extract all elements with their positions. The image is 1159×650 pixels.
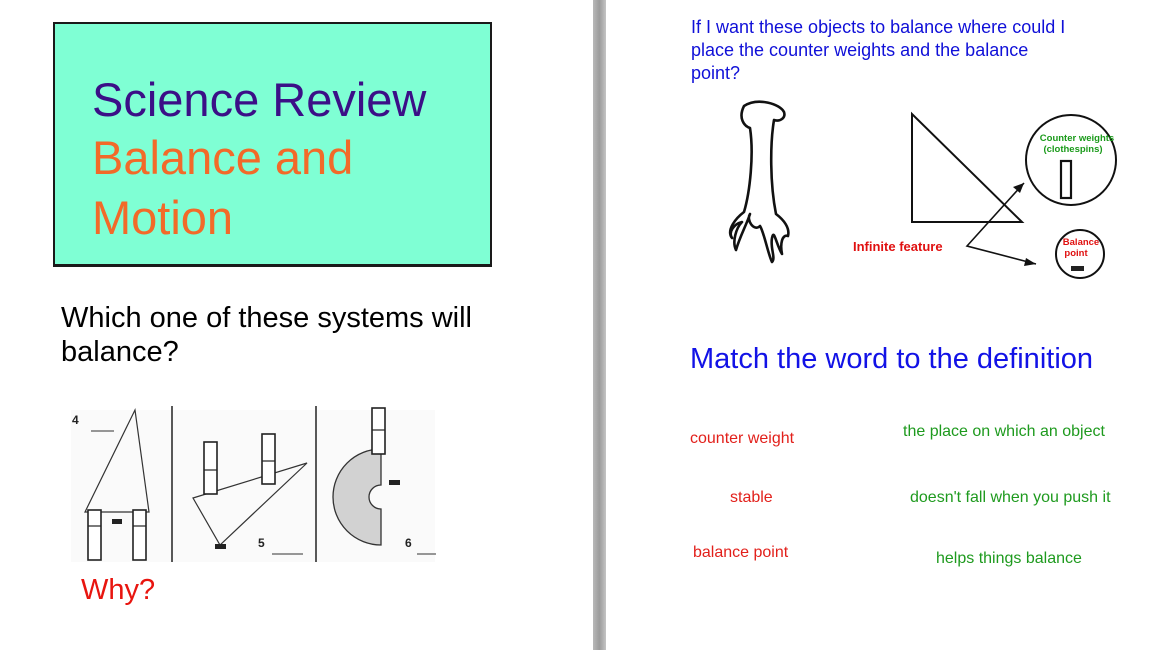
title-box: Science Review Balance and Motion [53,22,492,267]
right-slide: If I want these objects to balance where… [606,0,1159,650]
term-stable: stable [730,489,773,506]
point-label: point [1064,248,1088,259]
system-6-drawing: 6 [332,407,436,555]
title-line-balance-and: Balance and [92,131,354,184]
left-slide: Science Review Balance and Motion Which … [53,22,492,606]
prompt-line-2: place the counter weights and the balanc… [691,40,1029,60]
question-line-2: balance? [61,336,179,368]
infinite-feature-label: Infinite feature [853,239,943,254]
term-balance-point: balance point [693,544,789,561]
triangle-shape [911,111,1025,223]
system-5-label: 5 [258,536,265,550]
balance-objects-figure: Counter weights (clothespins) Balance po… [728,100,1117,279]
question-line-1: Which one of these systems will [61,302,472,334]
system-6-label: 6 [405,536,412,550]
system-4-label: 4 [72,413,79,427]
page-divider [593,0,606,650]
arrowhead-down-icon [1024,258,1036,266]
match-heading: Match the word to the definition [690,343,1094,375]
definition-helps-balance: helps things balance [936,550,1082,567]
definition-doesnt-fall: doesn't fall when you push it [910,489,1111,506]
balance-systems-figure: 4 5 6 [71,406,436,562]
title-line-science-review: Science Review [92,73,427,126]
arrowhead-up-icon [1013,183,1024,193]
system-4-drawing: 4 [72,407,150,561]
clothespins-label: (clothespins) [1043,144,1102,155]
counter-weights-label: Counter weights [1040,133,1114,144]
clothespin-icon [1059,159,1073,200]
title-line-motion: Motion [92,191,234,244]
why-question: Why? [81,574,156,606]
balance-label: Balance [1063,237,1099,248]
system-5-drawing: 5 [192,433,308,555]
definition-place-on-which: the place on which an object [903,423,1105,440]
hand-drawn-bird-shape [728,100,790,264]
prompt-line-1: If I want these objects to balance where… [691,17,1066,37]
prompt-line-3: point? [691,63,741,83]
annotation-arrow-lines [965,182,1037,265]
balance-point-circle [1055,229,1105,279]
balance-point-marker-icon [1071,266,1084,271]
term-counter-weight: counter weight [690,430,795,447]
